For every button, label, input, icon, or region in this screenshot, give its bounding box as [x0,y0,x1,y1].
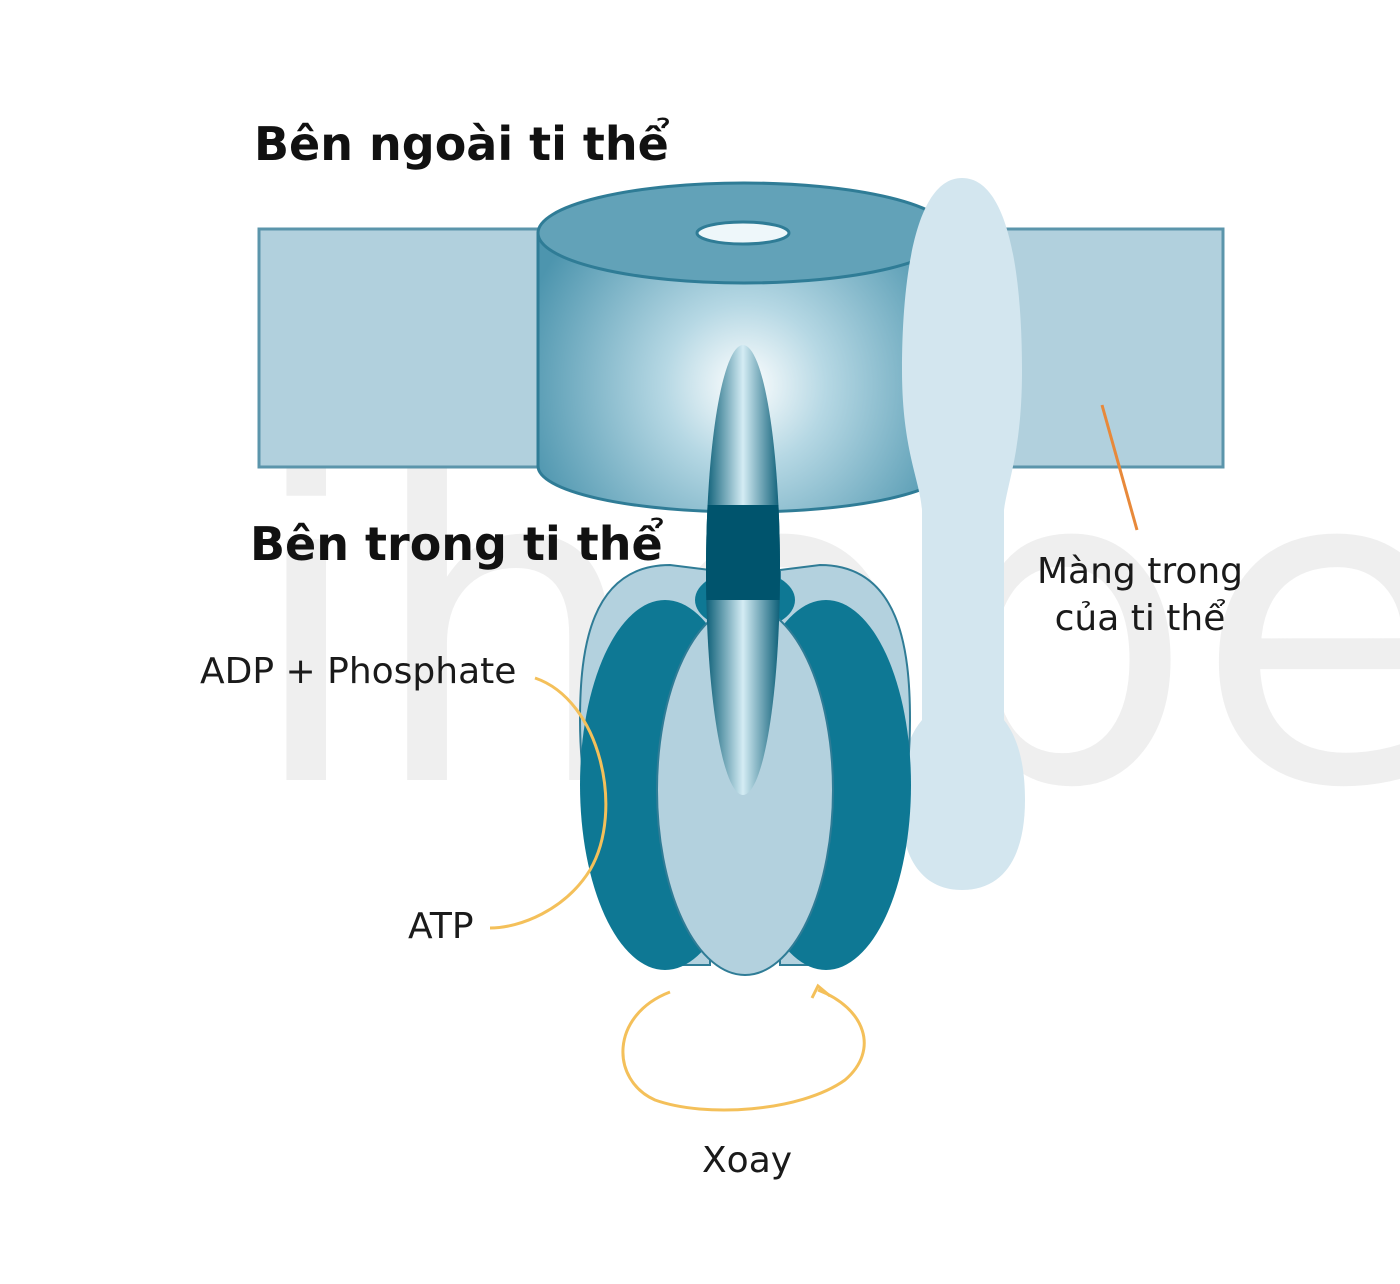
rotor-pore [695,220,791,246]
rotor-cylinder [536,181,952,514]
membrane-pointer-line [1100,404,1139,531]
label-membrane-line2: của ti thể [1055,598,1226,639]
rotation-arrowhead-icon [810,983,831,999]
label-atp: ATP [408,906,474,947]
label-adp-phosphate: ADP + Phosphate [200,651,516,692]
gamma-spindle [706,345,780,795]
stator-stalk [900,178,1025,890]
f1-head [578,563,912,976]
label-membrane-line1: Màng trong [1037,551,1243,592]
label-outside-mitochondria: Bên ngoài ti thể [254,117,670,171]
rotation-arrow [621,983,866,1112]
label-inside-mitochondria: Bên trong ti thể [250,517,663,571]
adp-atp-arrow [489,676,608,930]
label-rotate: Xoay [702,1140,792,1181]
